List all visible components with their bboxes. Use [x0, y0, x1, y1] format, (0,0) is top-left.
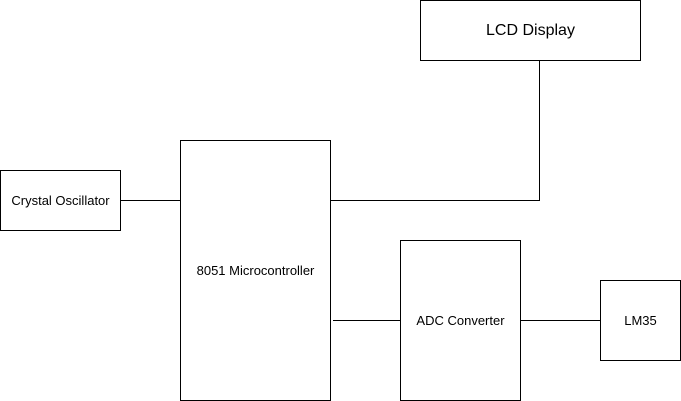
- lcd-display-label: LCD Display: [486, 21, 575, 39]
- microcontroller-block: 8051 Microcontroller: [180, 140, 331, 401]
- crystal-oscillator-label: Crystal Oscillator: [11, 193, 110, 208]
- microcontroller-label: 8051 Microcontroller: [196, 263, 315, 278]
- lm35-sensor-label: LM35: [624, 313, 657, 328]
- crystal-oscillator-block: Crystal Oscillator: [0, 170, 121, 231]
- lm35-sensor-block: LM35: [600, 280, 681, 361]
- wire-mcu-to-lcd: [330, 61, 540, 201]
- adc-converter-label: ADC Converter: [416, 313, 505, 328]
- lcd-display-block: LCD Display: [420, 0, 641, 61]
- adc-converter-block: ADC Converter: [400, 240, 521, 401]
